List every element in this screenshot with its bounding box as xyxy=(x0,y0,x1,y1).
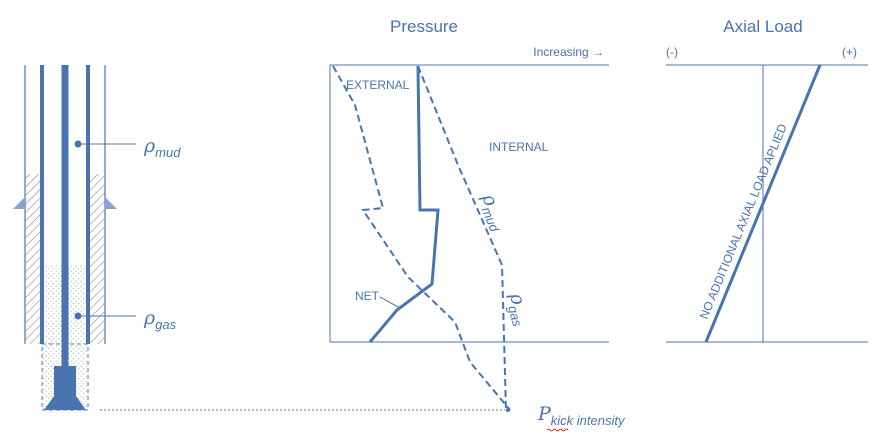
net-label: NET xyxy=(355,289,380,303)
pressure-rho-gas-label: ρgas xyxy=(502,290,535,329)
cement-right xyxy=(88,174,105,344)
wellbore-rho-gas-label: ρgas xyxy=(143,307,177,332)
bit-icon xyxy=(44,396,86,410)
wellbore-rho-mud-label: ρmud xyxy=(143,135,181,160)
internal-pressure-curve xyxy=(417,65,507,411)
shoe-left-icon xyxy=(13,197,25,209)
axial-note-label: NO ADDITIONAL AXIAL LOAD APLIED xyxy=(697,121,790,321)
bit-body xyxy=(54,366,76,396)
axial-load-plot: Axial Load (-) (+) NO ADDITIONAL AXIAL L… xyxy=(666,17,868,343)
wellbore-schematic: ρmud ρgas xyxy=(13,65,181,411)
axial-load-line xyxy=(704,64,822,343)
spellcheck-squiggle xyxy=(546,428,569,432)
axial-load-title: Axial Load xyxy=(723,17,802,36)
kick-point xyxy=(506,408,510,412)
pressure-title: Pressure xyxy=(390,17,458,36)
external-label: EXTERNAL xyxy=(346,78,410,92)
kick-intensity-label: Pkick intensity xyxy=(537,403,626,428)
internal-label: INTERNAL xyxy=(489,140,549,154)
net-pressure-curve xyxy=(368,65,440,343)
cement-left xyxy=(25,174,42,344)
net-leader xyxy=(379,296,401,309)
shoe-right-icon xyxy=(105,197,117,209)
axial-minus-label: (-) xyxy=(666,45,678,59)
external-pressure-curve xyxy=(332,65,511,411)
pressure-plot: Pressure Increasing → EXTERNAL INTERNAL … xyxy=(329,17,626,432)
axial-plus-label: (+) xyxy=(842,45,857,59)
pressure-rho-mud-label: ρmud xyxy=(474,190,512,235)
increasing-label: Increasing → xyxy=(533,45,604,59)
